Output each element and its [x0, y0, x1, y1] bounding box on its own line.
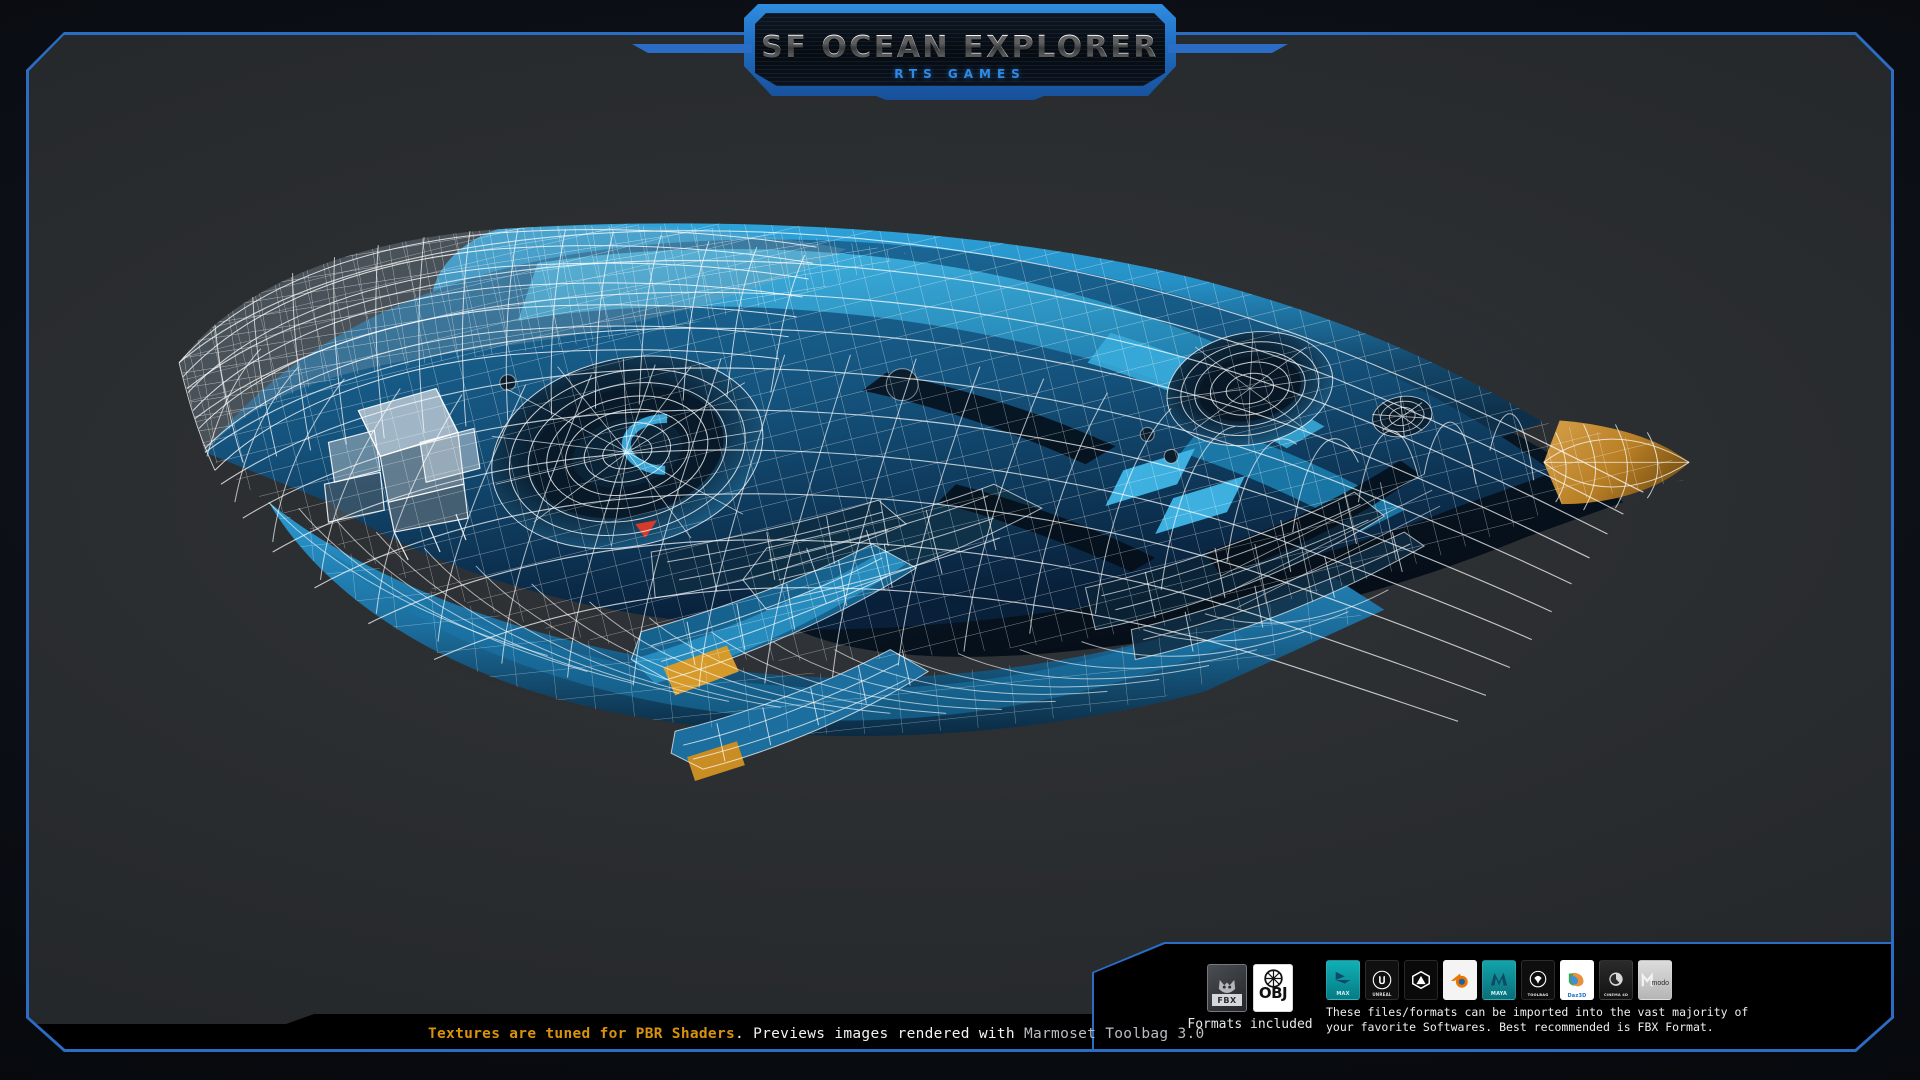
spaceship-model[interactable] [28, 34, 1892, 1050]
obj-glyph [1263, 968, 1284, 989]
spaceship-wireframe-svg [28, 34, 1892, 1050]
daz3d-icon[interactable]: Daz3D [1560, 960, 1594, 1000]
wire-cockpit [325, 389, 480, 560]
unreal-icon[interactable]: UNREAL [1365, 960, 1399, 1000]
softwares-description-line-2: your favorite Softwares. Best recommende… [1326, 1019, 1714, 1034]
software-icons: MAX UNREAL [1326, 960, 1874, 1000]
marmoset-glyph [1527, 970, 1549, 990]
footer-note-accent-2: Marmoset Toolbag 3.0 [1023, 1026, 1205, 1042]
3dsmax-label: MAX [1336, 991, 1350, 998]
fbx-badge-label: FBX [1212, 994, 1242, 1006]
main-frame-inner: Textures are tuned for PBR Shaders. Prev… [28, 34, 1892, 1050]
wire-radiator [1221, 474, 1440, 621]
obj-file-icon[interactable]: OBJ [1253, 964, 1293, 1012]
blender-glyph [1449, 970, 1471, 990]
footer-note: Textures are tuned for PBR Shaders. Prev… [428, 1026, 1205, 1042]
softwares-description-line-1: These files/formats can be imported into… [1326, 1005, 1749, 1020]
formats-included-label: Formats included [1187, 1017, 1313, 1032]
wire-intake-small [1369, 392, 1435, 442]
wire-fins [651, 484, 1424, 659]
marmoset-icon[interactable]: TOOLBAG [1521, 960, 1555, 1000]
formats-block: FBX OBJ Formats included [1180, 964, 1320, 1032]
wire-belly [269, 502, 1389, 713]
cinema4d-glyph [1606, 970, 1626, 990]
wire-canopy-trans [179, 229, 805, 470]
marmoset-label: TOOLBAG [1527, 993, 1549, 998]
daz3d-label: Daz3D [1567, 993, 1587, 1000]
softwares-description: These files/formats can be imported into… [1326, 1005, 1874, 1034]
maya-icon[interactable]: MAYA [1482, 960, 1516, 1000]
fbx-file-icon[interactable]: FBX [1207, 964, 1247, 1012]
maya-label: MAYA [1490, 991, 1508, 998]
wire-intake-secondary [1157, 318, 1343, 459]
cinema4d-label: CINEMA 4D [1603, 993, 1629, 998]
wireframe-overlay [129, 183, 1822, 791]
banner-wing-left [632, 44, 752, 53]
banner-wing-right [1168, 44, 1288, 53]
wire-nose [1544, 424, 1689, 510]
model-viewport[interactable] [28, 34, 1892, 1050]
wire-transverse [207, 349, 1534, 688]
3dsmax-glyph [1332, 969, 1354, 991]
cinema4d-icon[interactable]: CINEMA 4D [1599, 960, 1633, 1000]
3dsmax-icon[interactable]: MAX [1326, 960, 1360, 1000]
footer-note-mid: . Previews images rendered with [735, 1026, 1024, 1042]
wire-longitudinal [179, 231, 1643, 722]
maya-glyph [1488, 970, 1510, 990]
modo-label: modo [1651, 980, 1669, 988]
page-title: SF OCEAN EXPLORER [755, 30, 1165, 65]
obj-badge-label: OBJ [1258, 984, 1288, 1002]
modo-glyph [1641, 971, 1657, 989]
wire-intake-primary [472, 330, 782, 574]
unreal-glyph [1372, 970, 1392, 990]
title-banner: SF OCEAN EXPLORER RTS GAMES [632, 4, 1288, 100]
blender-icon[interactable] [1443, 960, 1477, 1000]
unreal-label: UNREAL [1372, 992, 1392, 998]
modo-icon[interactable]: modo [1638, 960, 1672, 1000]
fbx-glyph [1216, 978, 1238, 998]
footer: Textures are tuned for PBR Shaders. Prev… [28, 935, 1892, 1050]
main-frame: Textures are tuned for PBR Shaders. Prev… [26, 32, 1894, 1052]
formats-icons: FBX OBJ [1180, 964, 1320, 1012]
unity-icon[interactable] [1404, 960, 1438, 1000]
banner-scanlines [755, 13, 1165, 86]
footer-note-accent-1: Textures are tuned for PBR Shaders [428, 1026, 736, 1042]
unity-glyph [1410, 969, 1432, 991]
page-subtitle: RTS GAMES [894, 67, 1026, 81]
wire-engine-pods [631, 544, 928, 769]
wire-canopy-long [179, 230, 816, 471]
banner-inner-plate: SF OCEAN EXPLORER RTS GAMES [755, 13, 1165, 86]
softwares-block: MAX UNREAL [1326, 960, 1874, 1034]
daz3d-glyph [1565, 970, 1589, 990]
